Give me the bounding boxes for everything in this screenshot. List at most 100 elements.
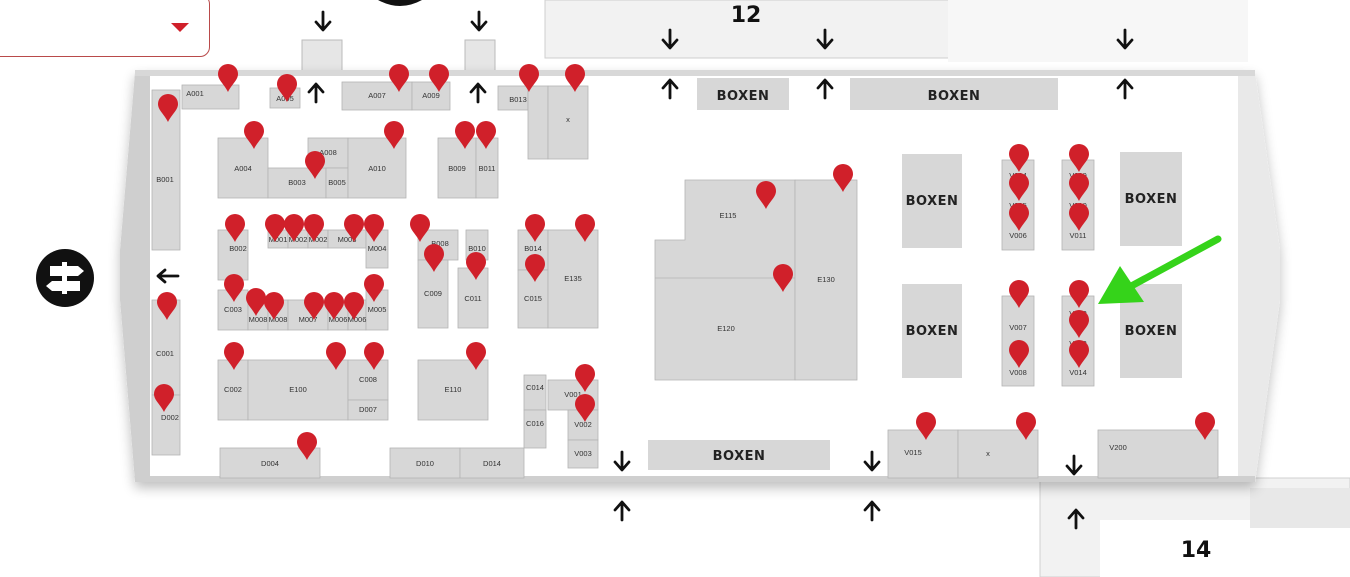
location-pin-icon[interactable]	[519, 64, 539, 92]
booth-label: V011	[1070, 231, 1087, 240]
location-pin-icon[interactable]	[455, 121, 475, 149]
location-pin-icon[interactable]	[389, 64, 409, 92]
location-pin-icon[interactable]	[476, 121, 496, 149]
booth-label: B008	[431, 239, 449, 248]
location-pin-icon[interactable]	[364, 274, 384, 302]
booth-label: M008	[269, 315, 288, 324]
location-pin-icon[interactable]	[153, 383, 174, 412]
location-pin-icon[interactable]	[525, 214, 545, 242]
location-pin-icon[interactable]	[773, 264, 793, 292]
booth-label: M005	[368, 305, 387, 314]
location-pin-icon[interactable]	[218, 64, 238, 92]
location-pin-icon[interactable]	[466, 342, 486, 370]
booth-label: x	[566, 115, 570, 124]
booth-label: A009	[422, 91, 440, 100]
location-pin-icon[interactable]	[1069, 144, 1089, 172]
location-pin-icon[interactable]	[565, 64, 585, 92]
location-pin-icon[interactable]	[1009, 173, 1029, 201]
location-pin-icon[interactable]	[224, 274, 244, 302]
location-pin-icon[interactable]	[158, 94, 178, 122]
hall-selector-dropdown[interactable]	[0, 0, 210, 57]
booth-label: V006	[1009, 231, 1027, 240]
booth-label: B002	[229, 244, 247, 253]
booth-label: M008	[249, 315, 268, 324]
direction-arrow-icon	[314, 10, 332, 32]
booth-label: A001	[186, 89, 204, 98]
booth-label: M003	[338, 235, 357, 244]
booth-label: E110	[445, 385, 462, 394]
direction-arrow-icon	[613, 450, 631, 472]
location-pin-icon[interactable]	[284, 214, 304, 242]
exit-arrow-icon	[156, 268, 180, 284]
location-pin-icon[interactable]	[1069, 340, 1089, 368]
booth-label: V003	[574, 449, 592, 458]
hall-12-building: 12	[544, 0, 1248, 62]
location-pin-icon[interactable]	[344, 214, 364, 242]
location-pin-icon[interactable]	[1009, 144, 1029, 172]
location-pin-icon[interactable]	[466, 252, 486, 280]
location-pin-icon[interactable]	[157, 292, 177, 320]
hall-14-building: 14	[1039, 477, 1350, 577]
location-pin-icon[interactable]	[525, 254, 545, 282]
location-pin-icon[interactable]	[1069, 173, 1089, 201]
location-pin-icon[interactable]	[277, 74, 297, 102]
signpost-icon[interactable]	[36, 249, 94, 307]
location-pin-icon[interactable]	[1016, 412, 1036, 440]
booth-label: V200	[1109, 443, 1127, 452]
location-pin-icon[interactable]	[305, 151, 325, 179]
location-pin-icon[interactable]	[756, 181, 776, 209]
location-pin-icon[interactable]	[326, 342, 346, 370]
booth-label: E120	[717, 324, 735, 333]
location-pin-icon[interactable]	[264, 292, 284, 320]
location-pin-icon[interactable]	[424, 244, 444, 272]
hall-number-12: 12	[731, 3, 762, 28]
booth-label: V008	[1009, 368, 1027, 377]
location-pin-icon[interactable]	[344, 292, 364, 320]
booth-label: E100	[289, 385, 307, 394]
location-pin-icon[interactable]	[384, 121, 404, 149]
location-pin-icon[interactable]	[265, 214, 285, 242]
direction-arrow-icon	[307, 82, 325, 104]
location-pin-icon[interactable]	[224, 342, 244, 370]
location-pin-icon[interactable]	[304, 292, 324, 320]
location-pin-icon[interactable]	[1069, 310, 1089, 338]
location-pin-icon[interactable]	[1009, 203, 1029, 231]
location-pin-icon[interactable]	[575, 214, 595, 242]
location-pin-icon[interactable]	[575, 394, 595, 422]
svg-text:BOXEN: BOXEN	[1125, 192, 1178, 207]
boxen-blocks: BOXEN BOXEN BOXEN BOXEN BOXEN BOXEN BOXE…	[648, 78, 1182, 470]
direction-arrow-icon	[816, 28, 834, 50]
location-pin-icon[interactable]	[246, 288, 266, 316]
svg-text:BOXEN: BOXEN	[713, 449, 766, 464]
booth-label: B014	[524, 244, 542, 253]
direction-arrow-icon	[1098, 235, 1222, 304]
location-pin-icon[interactable]	[429, 64, 449, 92]
booth-label: E135	[564, 274, 582, 283]
location-pin-icon[interactable]	[364, 214, 384, 242]
booth-label: A007	[368, 91, 386, 100]
location-pin-icon[interactable]	[297, 432, 317, 460]
location-pin-icon[interactable]	[410, 214, 430, 242]
location-pin-icon[interactable]	[364, 342, 384, 370]
booth-label: B005	[328, 178, 346, 187]
location-pin-icon[interactable]	[1009, 280, 1029, 308]
location-pin-icon[interactable]	[833, 164, 853, 192]
location-pin-icon[interactable]	[575, 364, 595, 392]
booth-label: V002	[574, 420, 592, 429]
location-pin-icon[interactable]	[225, 214, 245, 242]
caret-down-icon[interactable]	[171, 23, 189, 32]
location-pin-icon[interactable]	[304, 214, 324, 242]
booth-label: C003	[224, 305, 242, 314]
booth-label: V007	[1009, 323, 1027, 332]
location-pin-icon[interactable]	[1069, 280, 1089, 308]
direction-arrow-icon	[661, 78, 679, 100]
location-pin-icon[interactable]	[244, 121, 264, 149]
svg-text:BOXEN: BOXEN	[1125, 324, 1178, 339]
location-pin-icon[interactable]	[1009, 340, 1029, 368]
direction-arrow-icon	[1065, 454, 1083, 476]
svg-text:BOXEN: BOXEN	[906, 194, 959, 209]
location-pin-icon[interactable]	[1195, 412, 1215, 440]
location-pin-icon[interactable]	[324, 292, 344, 320]
location-pin-icon[interactable]	[916, 412, 936, 440]
location-pin-icon[interactable]	[1069, 203, 1089, 231]
